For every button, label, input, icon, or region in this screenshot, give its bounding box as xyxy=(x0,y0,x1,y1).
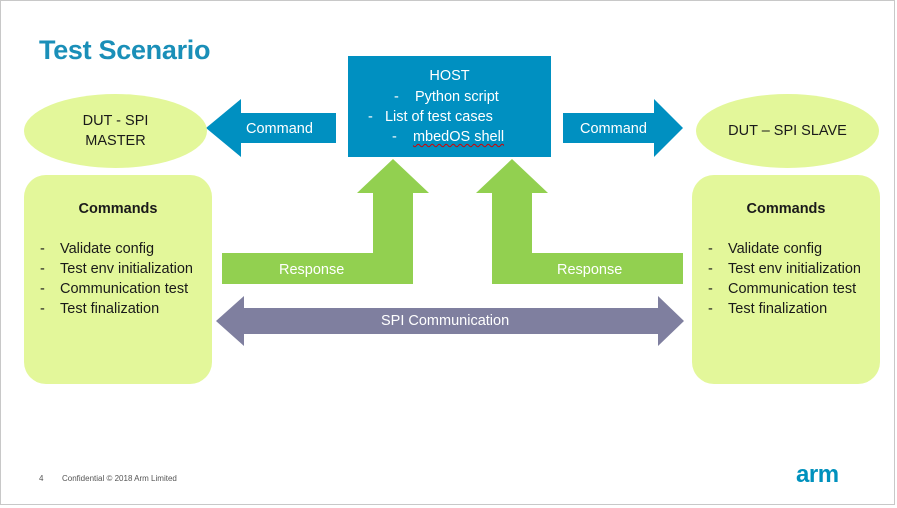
spi-communication-label: SPI Communication xyxy=(381,313,510,329)
list-item: Communication test xyxy=(706,279,868,299)
commands-panel-right: Commands Validate config Test env initia… xyxy=(692,175,880,384)
commands-list: Validate config Test env initialization … xyxy=(706,239,868,319)
dut-master-line1: DUT - SPI xyxy=(82,113,149,129)
host-item-label: List of test cases xyxy=(384,109,493,125)
response-arrow-right xyxy=(476,159,683,284)
list-item: Communication test xyxy=(38,279,200,299)
list-item: Validate config xyxy=(38,239,200,259)
host-item-shell: - mbedOS shell xyxy=(392,129,504,145)
list-item: Test env initialization xyxy=(706,259,868,279)
host-item-label: Python script xyxy=(414,89,499,105)
command-arrow-right xyxy=(563,99,683,157)
commands-title: Commands xyxy=(78,201,158,217)
commands-list: Validate config Test env initialization … xyxy=(38,239,200,319)
host-title: HOST xyxy=(429,68,470,84)
arm-logo: arm xyxy=(796,461,839,488)
page-number: 4 xyxy=(39,474,44,483)
dash: - xyxy=(368,109,373,125)
command-arrow-left xyxy=(206,99,336,157)
list-item: Test env initialization xyxy=(38,259,200,279)
command-right-label: Command xyxy=(580,121,647,137)
command-left-label: Command xyxy=(246,121,313,137)
dut-master-line2: MASTER xyxy=(85,133,146,149)
dash: - xyxy=(394,89,399,105)
dut-slave-label: DUT – SPI SLAVE xyxy=(728,123,847,139)
page-title: Test Scenario xyxy=(39,35,211,65)
list-item: Test finalization xyxy=(706,299,868,319)
response-arrow-left xyxy=(222,159,429,284)
dut-spi-slave: DUT – SPI SLAVE xyxy=(696,94,879,168)
commands-panel-left: Commands Validate config Test env initia… xyxy=(24,175,212,384)
host-box: HOST - Python script - List of test case… xyxy=(348,56,551,157)
response-right-label: Response xyxy=(557,262,623,278)
spi-communication-arrow xyxy=(216,296,684,346)
host-item-label: mbedOS shell xyxy=(412,129,505,145)
confidential-notice: Confidential © 2018 Arm Limited xyxy=(62,474,177,483)
list-item: Validate config xyxy=(706,239,868,259)
dut-spi-master: DUT - SPI MASTER xyxy=(24,94,207,168)
host-item-python: - Python script xyxy=(394,89,499,105)
commands-title: Commands xyxy=(746,201,826,217)
host-item-test-cases: - List of test cases xyxy=(368,109,493,125)
dash: - xyxy=(392,129,397,145)
list-item: Test finalization xyxy=(38,299,200,319)
response-left-label: Response xyxy=(279,262,345,278)
